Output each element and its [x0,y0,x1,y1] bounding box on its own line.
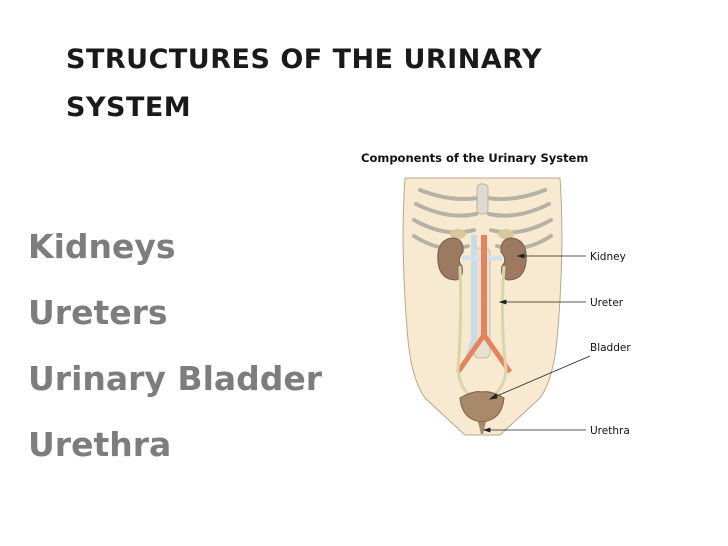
slide-title: STRUCTURES OF THE URINARY SYSTEM [66,44,543,123]
figure-title: Components of the Urinary System [361,151,588,165]
bullet-urethra: Urethra [28,425,172,464]
adrenal-left [450,229,466,239]
ureter-left [456,265,475,400]
sternum [476,183,489,215]
urinary-system-figure: Components of the Urinary System [350,140,650,440]
bullet-list: Kidneys Ureters Urinary Bladder Urethra [28,214,322,478]
urinary-diagram: Components of the Urinary System [361,151,631,437]
leader-lines [482,253,591,433]
urethra [478,422,486,434]
ureter-right [489,265,508,400]
adrenal-right [498,229,514,239]
iliac-left [455,333,487,374]
bladder [459,391,505,423]
bullet-ureters: Ureters [28,293,168,332]
label-urethra: Urethra [590,425,630,437]
label-ureter: Ureter [590,297,624,309]
label-bladder: Bladder [590,342,631,354]
bullet-urinary-bladder: Urinary Bladder [28,359,323,398]
label-kidney: Kidney [590,251,626,263]
bullet-kidneys: Kidneys [28,227,176,266]
